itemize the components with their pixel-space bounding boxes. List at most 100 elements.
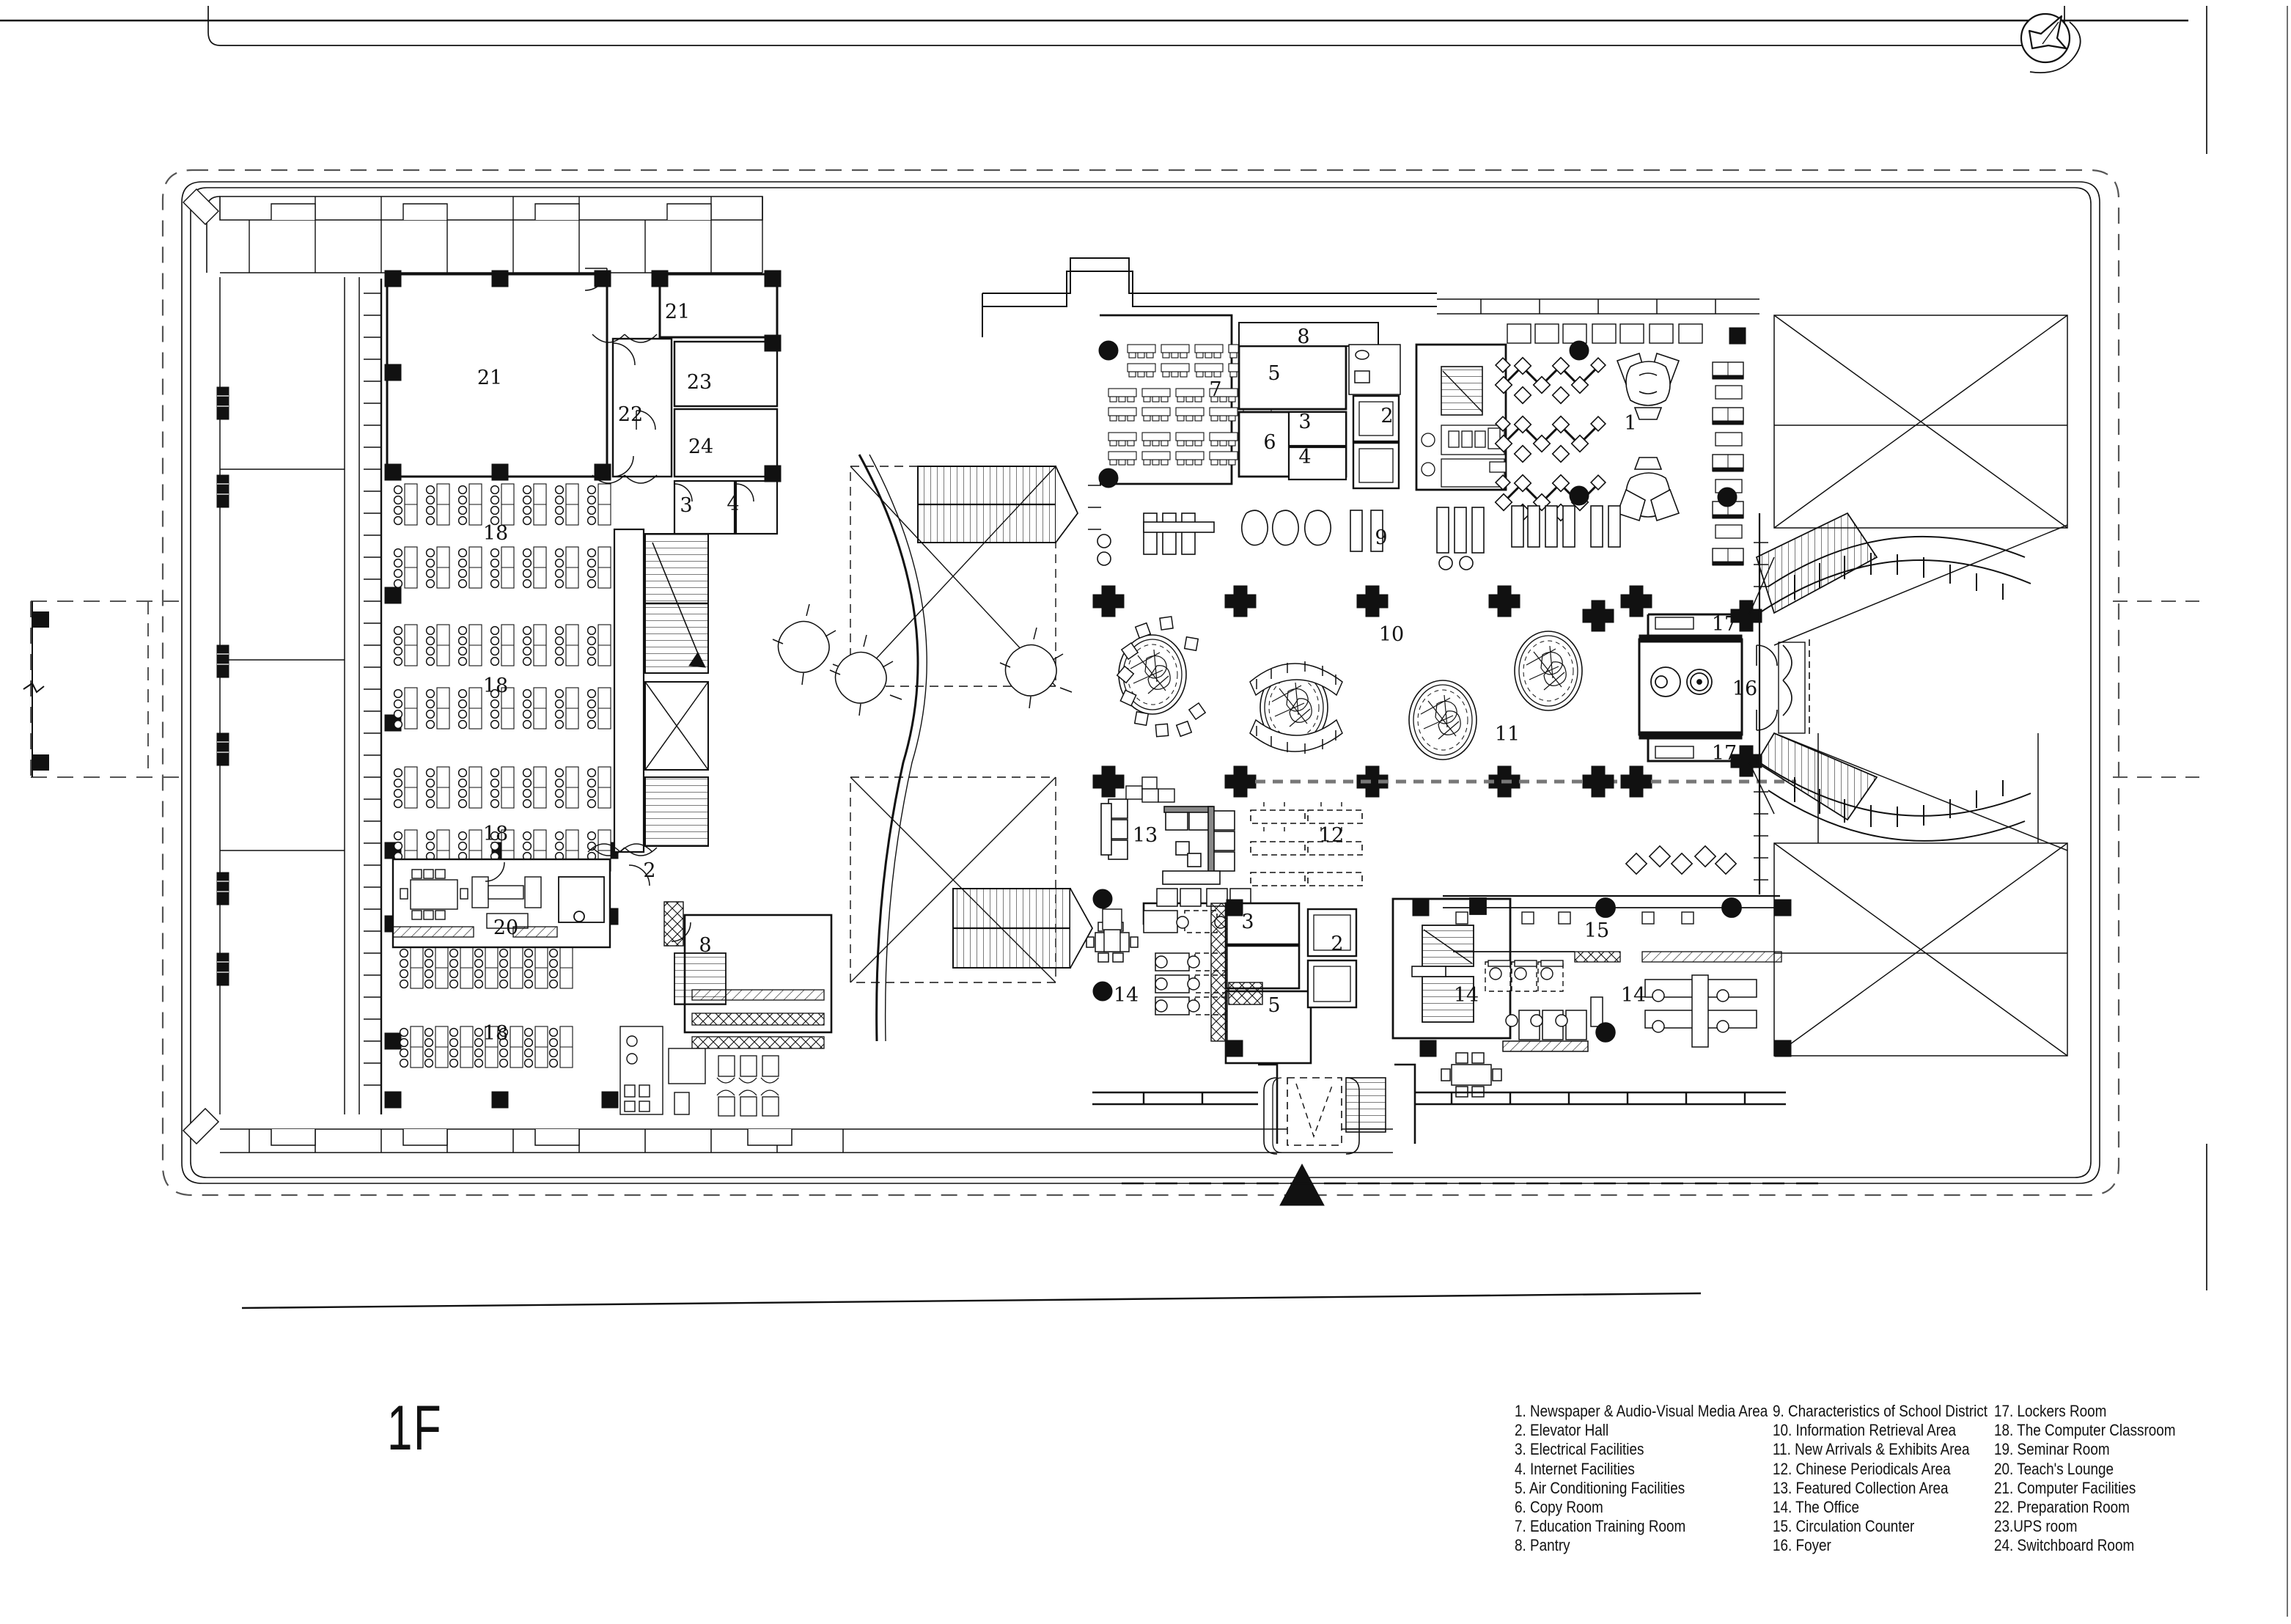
room-number-18: 18 <box>483 522 508 545</box>
room-number-18: 18 <box>483 823 508 845</box>
toilet-fixtures-upper <box>1421 425 1507 488</box>
legend-item: 22. Preparation Room <box>1994 1498 2130 1517</box>
legend-item: 8. Pantry <box>1515 1536 1570 1555</box>
legend-item: 24. Switchboard Room <box>1994 1536 2135 1555</box>
north-arrow-compass <box>2020 12 2081 73</box>
door-swing <box>485 268 754 942</box>
pod-seating <box>1616 352 1680 522</box>
room-24-switchboard <box>673 408 779 478</box>
room-number-3: 3 <box>1241 911 1254 933</box>
room-number-1: 1 <box>1624 412 1636 435</box>
diamond-seating-east <box>1625 845 1737 875</box>
wall-sofas-east <box>1712 361 1744 566</box>
stair-bottom-left <box>674 952 727 1005</box>
area-12-periodicals-tables <box>1250 809 1363 886</box>
sheet-frame <box>0 6 2288 1617</box>
room-number-4: 4 <box>1298 446 1311 469</box>
legend-item: 13. Featured Collection Area <box>1773 1478 1949 1497</box>
lounge-sofas <box>471 876 542 929</box>
room-number-14: 14 <box>1621 984 1646 1007</box>
room-number-7: 7 <box>1209 378 1221 401</box>
room-number-6: 6 <box>1263 431 1276 454</box>
lounge-meeting-table <box>400 869 468 920</box>
lift-lobby-left <box>613 528 645 853</box>
page-title: 1F <box>387 1393 443 1463</box>
west-arcade <box>219 277 360 1114</box>
office-round-table-bottom <box>1441 1052 1502 1098</box>
room-number-3: 3 <box>1298 411 1311 433</box>
room-8-pantry-upper <box>1238 322 1379 347</box>
room-number-16: 16 <box>1732 677 1757 700</box>
room-number-15: 15 <box>1584 919 1609 942</box>
elevator-lower <box>1306 908 1358 1009</box>
atrium-planters <box>772 603 1073 716</box>
room-4-internet-left <box>735 480 779 535</box>
shaft-hatch-lower <box>1210 903 1263 1042</box>
north-seat-row <box>1507 323 1703 344</box>
room-number-18: 18 <box>483 1022 508 1045</box>
room-number-20: 20 <box>493 916 518 939</box>
legend-item: 7. Education Training Room <box>1515 1517 1686 1536</box>
facade-band-bottom <box>182 1107 1393 1153</box>
legend-item: 4. Internet Facilities <box>1515 1459 1635 1478</box>
break-symbol <box>23 601 45 777</box>
stair-upper-core <box>1441 366 1483 416</box>
north-wall-center <box>982 257 1437 337</box>
stair-core-left-2 <box>644 776 709 847</box>
room-number-21: 21 <box>477 367 502 389</box>
room-number-17: 17 <box>1712 613 1737 636</box>
column-tick-row <box>1088 485 1101 530</box>
room-number-14: 14 <box>1454 984 1479 1007</box>
room-number-14: 14 <box>1114 984 1139 1007</box>
area-11-new-arrivals <box>1514 631 1583 711</box>
foyer-wall-hatch <box>1639 634 1743 740</box>
legend-item: 2. Elevator Hall <box>1515 1421 1609 1440</box>
legend-item: 19. Seminar Room <box>1994 1440 2110 1459</box>
wall-louver <box>216 386 229 986</box>
room-3-electrical-upper <box>1287 411 1347 447</box>
room-number-24: 24 <box>688 436 713 458</box>
legend-item: 18. The Computer Classroom <box>1994 1421 2176 1440</box>
room-number-23: 23 <box>687 371 712 394</box>
site-boundary <box>161 169 2120 1197</box>
office-desks-right <box>1502 996 1616 1052</box>
room-number-21: 21 <box>665 301 690 323</box>
legend-item: 17. Lockers Room <box>1994 1402 2107 1420</box>
legend-item: 1. Newspaper & Audio-Visual Media Area <box>1515 1402 1768 1420</box>
foyer-vestibule-doors <box>1756 639 1810 736</box>
main-entrance-triangle <box>1279 1163 1325 1206</box>
legend-item: 6. Copy Room <box>1515 1498 1603 1517</box>
room-number-5: 5 <box>1268 994 1280 1017</box>
elevator-upper <box>1352 394 1400 490</box>
room-number-9: 9 <box>1375 526 1387 549</box>
lounge-counter <box>392 926 558 938</box>
stair-core-left <box>644 533 709 674</box>
room-number-11: 11 <box>1495 723 1520 746</box>
lounge-L-seating <box>1163 806 1235 876</box>
stair-lower-core <box>1411 925 1474 1023</box>
room-number-4: 4 <box>727 493 739 515</box>
legend-item: 23.UPS room <box>1994 1517 2078 1536</box>
atrium-stair-upper <box>917 466 1079 543</box>
round-display-stools <box>1116 616 1207 738</box>
area-13-featured-collection <box>1100 798 1235 885</box>
legend-column-2: 9. Characteristics of School District 10… <box>1773 1402 1994 1556</box>
east-diagonal-leader <box>1773 524 2068 851</box>
building-envelope <box>183 188 763 273</box>
arc-shelf <box>1249 661 1343 754</box>
vertical-shaft-hatch <box>663 901 684 947</box>
room-22-preparation <box>611 337 673 478</box>
room-number-18: 18 <box>483 675 508 697</box>
pantry-shelving-x <box>691 1013 825 1049</box>
east-void-panel-upper <box>1773 315 2068 529</box>
left-wing <box>216 268 833 1117</box>
room-number-2: 2 <box>643 859 655 882</box>
legend-item: 3. Electrical Facilities <box>1515 1440 1644 1459</box>
double-door <box>587 334 658 856</box>
atrium-stair-lower <box>952 888 1094 969</box>
south-entrance <box>1258 1063 1416 1155</box>
restroom-fixtures <box>716 1055 779 1117</box>
